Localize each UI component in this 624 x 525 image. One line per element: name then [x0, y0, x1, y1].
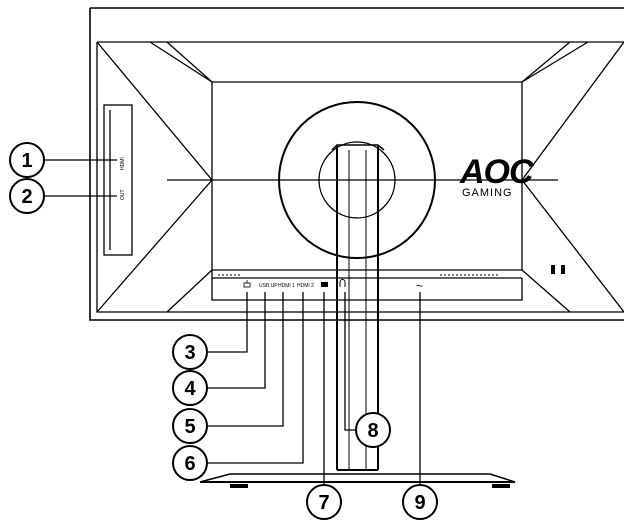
- svg-text:2: 2: [21, 186, 32, 208]
- callout-4: 4: [172, 370, 208, 406]
- callout-3: 3: [172, 334, 208, 370]
- hdmi-2-label: HDMI 2: [297, 283, 314, 289]
- callout-8: 8: [355, 412, 391, 448]
- leader-lines: [44, 159, 421, 484]
- svg-text:7: 7: [318, 492, 329, 514]
- callout-1: 1: [9, 142, 45, 178]
- callout-7: 7: [306, 484, 342, 520]
- aoc-logo: AOC GAMING: [459, 153, 535, 199]
- callout-6: 6: [172, 445, 208, 481]
- port-labels: HDMI OUT USB UP HDMI 1 HDMI 2 ~: [120, 157, 423, 293]
- svg-text:1: 1: [21, 150, 32, 172]
- headphone-icon: [339, 279, 346, 287]
- displayport-icon: [321, 282, 328, 287]
- svg-text:6: 6: [184, 453, 195, 475]
- hdmi-1-label: HDMI 1: [278, 283, 295, 289]
- callout-5: 5: [172, 408, 208, 444]
- svg-text:9: 9: [414, 492, 425, 514]
- side-port-2-label: OUT: [120, 189, 126, 200]
- svg-text:8: 8: [367, 420, 378, 442]
- svg-text:4: 4: [184, 378, 196, 400]
- svg-text:3: 3: [184, 342, 195, 364]
- monitor-body: [89, 7, 624, 321]
- callout-9: 9: [402, 484, 438, 520]
- side-port-1-label: HDMI: [120, 157, 126, 170]
- power-label: ~: [416, 279, 423, 293]
- logo-text: AOC: [459, 153, 534, 191]
- usb-up-label: USB UP: [259, 283, 278, 289]
- svg-text:5: 5: [184, 416, 195, 438]
- logo-subtext: GAMING: [462, 187, 513, 199]
- network-icon: [243, 280, 251, 288]
- callouts: 1 2 3 4 5 6 7 8: [9, 142, 438, 520]
- callout-2: 2: [9, 178, 45, 214]
